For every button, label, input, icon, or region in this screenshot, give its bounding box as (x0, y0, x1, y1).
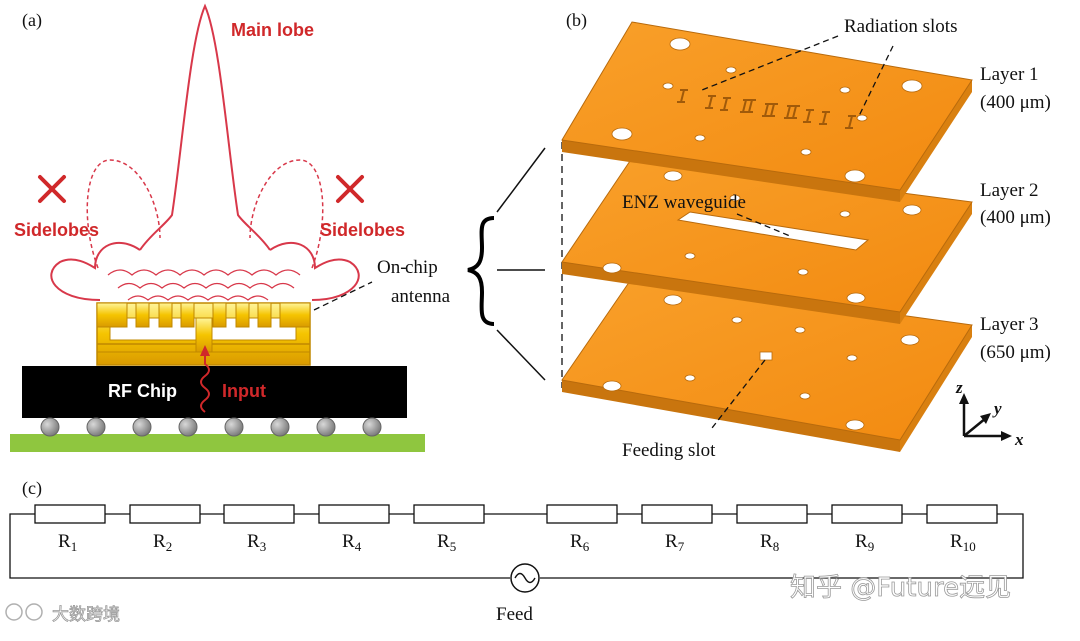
solder-ball (86, 417, 106, 437)
axis-y-label: y (992, 399, 1002, 418)
pcb-board (10, 434, 425, 452)
axis-z-label: z (955, 378, 963, 397)
sidelobes-label-left: Sidelobes (14, 220, 99, 240)
resistor-box (129, 504, 201, 524)
resistor-label: R5 (437, 531, 456, 554)
feeding-slot-label: Feeding slot (622, 440, 716, 461)
radiation-slots-label: Radiation slots (844, 16, 957, 37)
resistor-box (546, 504, 618, 524)
solder-ball (224, 417, 244, 437)
radiation-slot-marks (677, 89, 856, 129)
on-chip-antenna-label-2: chip (405, 257, 438, 278)
outer-lobe-envelope (50, 241, 360, 301)
layer-3-name: Layer 3 (980, 314, 1039, 335)
input-label: Input (222, 381, 266, 401)
feed-label: Feed (496, 604, 533, 625)
resistor-box (223, 504, 295, 524)
main-lobe-pattern (139, 3, 271, 251)
input-arrow (200, 350, 210, 413)
dashed-sidelobe-left (86, 159, 161, 269)
rf-chip-label: RF Chip (108, 381, 177, 401)
resistor-box (318, 504, 390, 524)
main-lobe-label: Main lobe (231, 20, 314, 40)
input-arrowhead (200, 345, 210, 356)
circuit-wire (9, 513, 1024, 579)
resistor-box (641, 504, 713, 524)
resistor-label: R1 (58, 531, 77, 554)
rf-chip (22, 366, 407, 418)
solder-ball (132, 417, 152, 437)
sidelobes-label-right: Sidelobes (320, 220, 405, 240)
on-chip-antenna-label-3: antenna (391, 286, 451, 307)
resistor-label: R9 (855, 531, 874, 554)
resistor-label: R2 (153, 531, 172, 554)
layer-2-name: Layer 2 (980, 180, 1039, 201)
brace-connector-top (496, 147, 546, 213)
cross-icon-left (38, 175, 66, 203)
feed-source-icon (510, 563, 540, 593)
solder-ball (316, 417, 336, 437)
panel-c-label: (c) (22, 478, 42, 499)
layer-2-thickness: (400 μm) (980, 207, 1051, 228)
axis-x-label: x (1014, 430, 1024, 449)
solder-ball (270, 417, 290, 437)
on-chip-antenna (96, 302, 311, 366)
watermark-logo-icon (5, 603, 43, 621)
watermark-bottom-left: 大数跨境 (52, 605, 120, 625)
radiation-ripples (107, 269, 301, 301)
solder-balls (40, 417, 382, 437)
brace-connector-bottom (496, 329, 546, 381)
axis-triad (959, 393, 1012, 441)
layer-1-thickness: (400 μm) (980, 92, 1051, 113)
resistor-box (34, 504, 106, 524)
dashed-sidelobe-right (249, 159, 324, 269)
resistor-box (736, 504, 808, 524)
layer-3-thickness: (650 μm) (980, 342, 1051, 363)
resistor-label: R6 (570, 531, 590, 554)
antenna-callout-line (313, 281, 373, 311)
resistor-box (413, 504, 485, 524)
resistor-label: R7 (665, 531, 685, 554)
resistor-chain: R1 R2 R3 R4 R5 R6 R7 R8 R9 R10 (34, 504, 998, 554)
enz-waveguide-label: ENZ waveguide (622, 192, 746, 213)
on-chip-antenna-label-1: On- (377, 257, 407, 278)
panel-a-label: (a) (22, 10, 42, 31)
resistor-box (831, 504, 903, 524)
resistor-label: R8 (760, 531, 779, 554)
resistor-label: R3 (247, 531, 266, 554)
cross-icon-right (336, 175, 364, 203)
resistor-label: R10 (950, 531, 976, 554)
solder-ball (362, 417, 382, 437)
resistor-box (926, 504, 998, 524)
callout-lines-b (701, 35, 894, 429)
solder-ball (40, 417, 60, 437)
panel-b-label: (b) (566, 10, 587, 31)
resistor-label: R4 (342, 531, 362, 554)
solder-ball (178, 417, 198, 437)
layer-brace (467, 216, 495, 326)
layer-1-name: Layer 1 (980, 64, 1039, 85)
layer-1-plate (561, 21, 973, 202)
watermark-bottom-right: 知乎 @Future远见 (790, 573, 1011, 603)
